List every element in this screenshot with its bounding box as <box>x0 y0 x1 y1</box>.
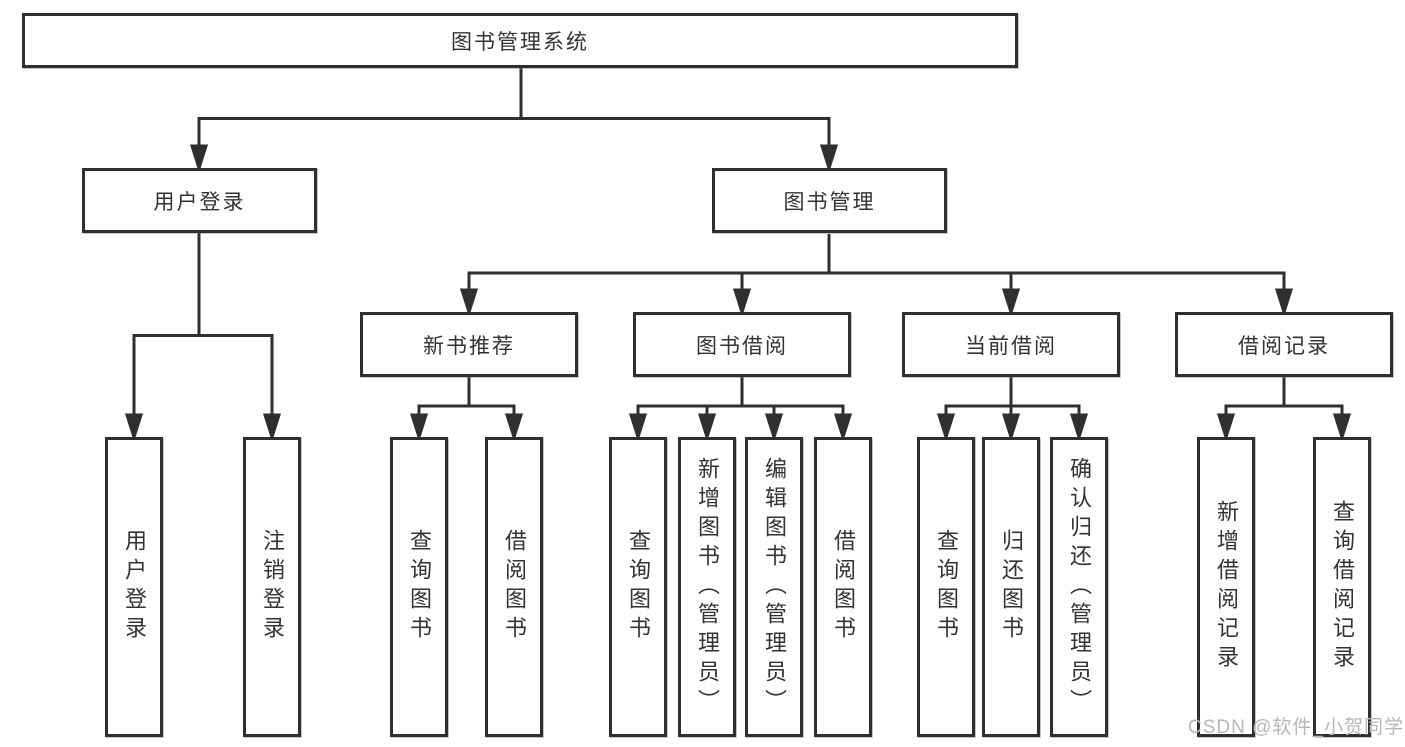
node-label: 查询图书 <box>934 529 959 645</box>
leaf-return-books: 归还图书 <box>982 437 1040 737</box>
node-label: 注销登录 <box>260 529 285 645</box>
leaf-edit-book-admin: 编辑图书（管理员） <box>745 437 803 737</box>
arrowhead <box>819 144 839 173</box>
node-label: 当前借阅 <box>965 334 1057 358</box>
leaf-confirm-return-admin: 确认归还（管理员） <box>1050 437 1108 737</box>
node-new-book-recommend: 新书推荐 <box>360 312 578 377</box>
connector-new-book-children <box>409 377 524 442</box>
node-label: 编辑图书（管理员） <box>762 456 787 718</box>
csdn-watermark: CSDN @软件_小贺同学 <box>1188 717 1404 738</box>
arrowhead <box>628 413 648 442</box>
leaf-query-borrow-record: 查询借阅记录 <box>1313 437 1371 737</box>
node-label: 图书管理系统 <box>451 30 589 54</box>
arrowhead <box>459 288 479 317</box>
node-user-login: 用户登录 <box>82 168 317 233</box>
leaf-query-books-3: 查询图书 <box>917 437 975 737</box>
node-label: 用户登录 <box>153 190 246 214</box>
arrowhead <box>1274 288 1294 317</box>
node-borrowing-records: 借阅记录 <box>1175 312 1393 377</box>
node-label: 借阅图书 <box>831 529 856 645</box>
arrowhead <box>504 413 524 442</box>
node-label: 新增借阅记录 <box>1214 500 1239 674</box>
leaf-user-login: 用户登录 <box>105 437 163 737</box>
arrowhead <box>1332 413 1352 442</box>
leaf-borrow-books-1: 借阅图书 <box>485 437 543 737</box>
connector-book-borrowing-children <box>628 377 853 442</box>
arrowhead <box>409 413 429 442</box>
arrowhead <box>697 413 717 442</box>
arrowhead <box>1001 288 1021 317</box>
leaf-query-books-2: 查询图书 <box>609 437 667 737</box>
connector-borrowing-records-children <box>1216 377 1352 442</box>
node-label: 归还图书 <box>999 529 1024 645</box>
connector-root-to-level2 <box>189 68 839 173</box>
leaf-borrow-books-2: 借阅图书 <box>814 437 872 737</box>
arrowhead <box>1069 413 1089 442</box>
arrowhead <box>189 144 209 173</box>
node-label: 查询图书 <box>407 529 432 645</box>
connector-current-borrowing-children <box>936 377 1089 442</box>
connector-user-login-children <box>124 233 282 442</box>
arrowhead <box>262 413 282 442</box>
arrowhead <box>732 288 752 317</box>
node-label: 借阅记录 <box>1238 334 1330 358</box>
node-label: 查询借阅记录 <box>1330 500 1355 674</box>
node-book-management: 图书管理 <box>712 168 947 233</box>
node-library-system: 图书管理系统 <box>22 13 1018 68</box>
leaf-query-books-1: 查询图书 <box>390 437 448 737</box>
node-label: 确认归还（管理员） <box>1067 456 1092 718</box>
node-label: 图书借阅 <box>696 334 788 358</box>
node-label: 借阅图书 <box>502 529 527 645</box>
leaf-add-borrow-record: 新增借阅记录 <box>1197 437 1255 737</box>
node-label: 用户登录 <box>122 529 147 645</box>
node-label: 新书推荐 <box>423 334 515 358</box>
leaf-add-book-admin: 新增图书（管理员） <box>678 437 736 737</box>
leaf-logout: 注销登录 <box>243 437 301 737</box>
node-label: 图书管理 <box>783 190 876 214</box>
arrowhead <box>1001 413 1021 442</box>
arrowhead <box>1216 413 1236 442</box>
node-book-borrowing: 图书借阅 <box>633 312 851 377</box>
node-current-borrowing: 当前借阅 <box>902 312 1120 377</box>
arrowhead <box>124 413 144 442</box>
connector-book-management-children <box>459 234 1294 317</box>
node-label: 新增图书（管理员） <box>695 456 720 718</box>
arrowhead <box>936 413 956 442</box>
arrowhead <box>833 413 853 442</box>
arrowhead <box>764 413 784 442</box>
node-label: 查询图书 <box>626 529 651 645</box>
